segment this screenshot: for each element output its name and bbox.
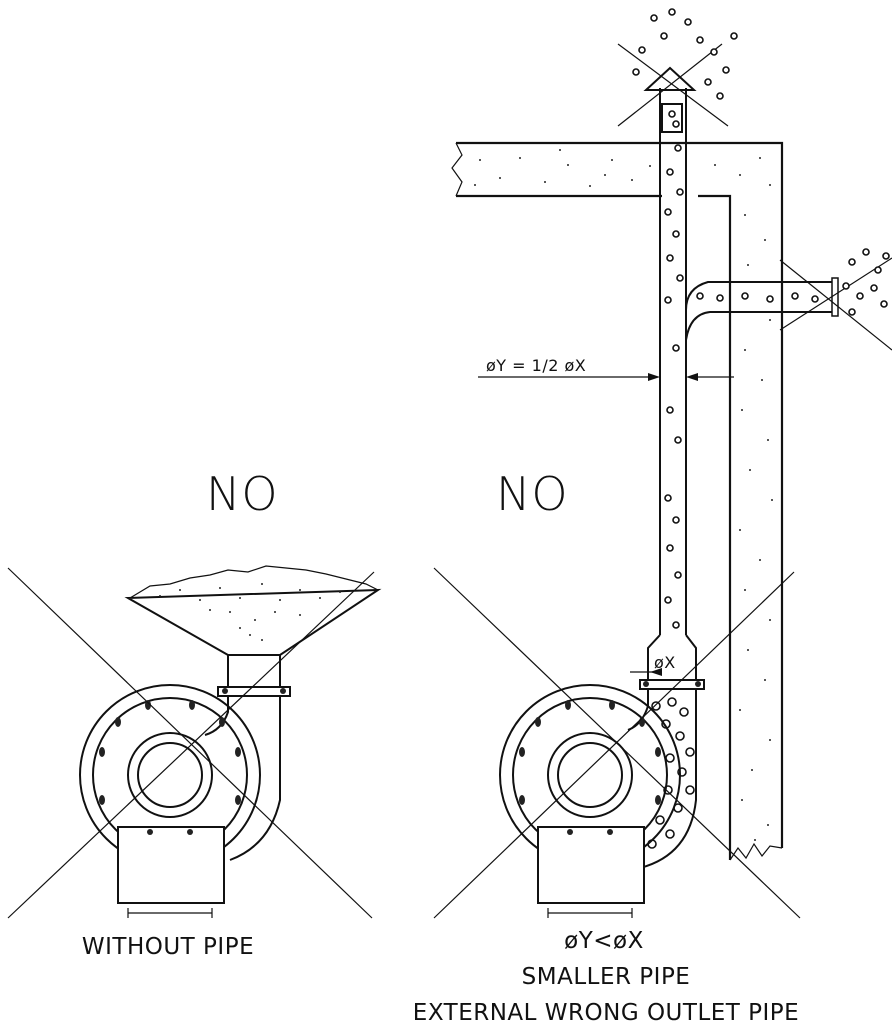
horizontal-branch: [685, 281, 836, 311]
caption-without-pipe: WITHOUT PIPE: [82, 934, 254, 960]
left-blower-assembly: [7, 565, 382, 919]
vent-cap-head: [661, 103, 683, 133]
left-material-pile: [129, 565, 379, 599]
right-flange: [639, 679, 705, 690]
concrete-texture: [474, 149, 773, 841]
pipe-particles: [664, 144, 819, 629]
plume-side: [842, 248, 890, 316]
left-no-label: NO: [206, 467, 279, 521]
left-flange: [217, 686, 291, 697]
caption-smaller-pipe: SMALLER PIPE: [522, 964, 691, 990]
right-no-label: NO: [496, 467, 569, 521]
right-building-structure: [451, 141, 784, 861]
caption-external-wrong-outlet: EXTERNAL WRONG OUTLET PIPE: [413, 1000, 799, 1026]
slab-break-mark: [451, 142, 463, 197]
left-bolts: [99, 700, 241, 835]
dimension-x-label: øX: [654, 653, 676, 672]
left-throat: [227, 654, 281, 688]
caption-y-less-than-x: øY<øX: [564, 928, 644, 954]
dimension-x: [630, 668, 662, 676]
ceiling-slab: [456, 141, 784, 848]
left-blower-body: [79, 684, 261, 919]
wall-break-mark: [729, 842, 783, 861]
dimension-y-label: øY = 1/2 øX: [486, 356, 586, 375]
left-hopper-texture: [159, 583, 341, 641]
vent-cap: [643, 66, 697, 91]
right-blower-body: [499, 684, 681, 919]
left-hopper: [124, 588, 382, 656]
right-cross-line-2: [433, 571, 795, 919]
right-cross-line-1: [433, 567, 801, 919]
plume-top: [632, 8, 738, 100]
dimension-y: [478, 373, 734, 381]
left-cross-line-2: [7, 571, 375, 919]
left-cross-line-1: [7, 567, 373, 919]
right-pipe-system: [433, 8, 892, 919]
